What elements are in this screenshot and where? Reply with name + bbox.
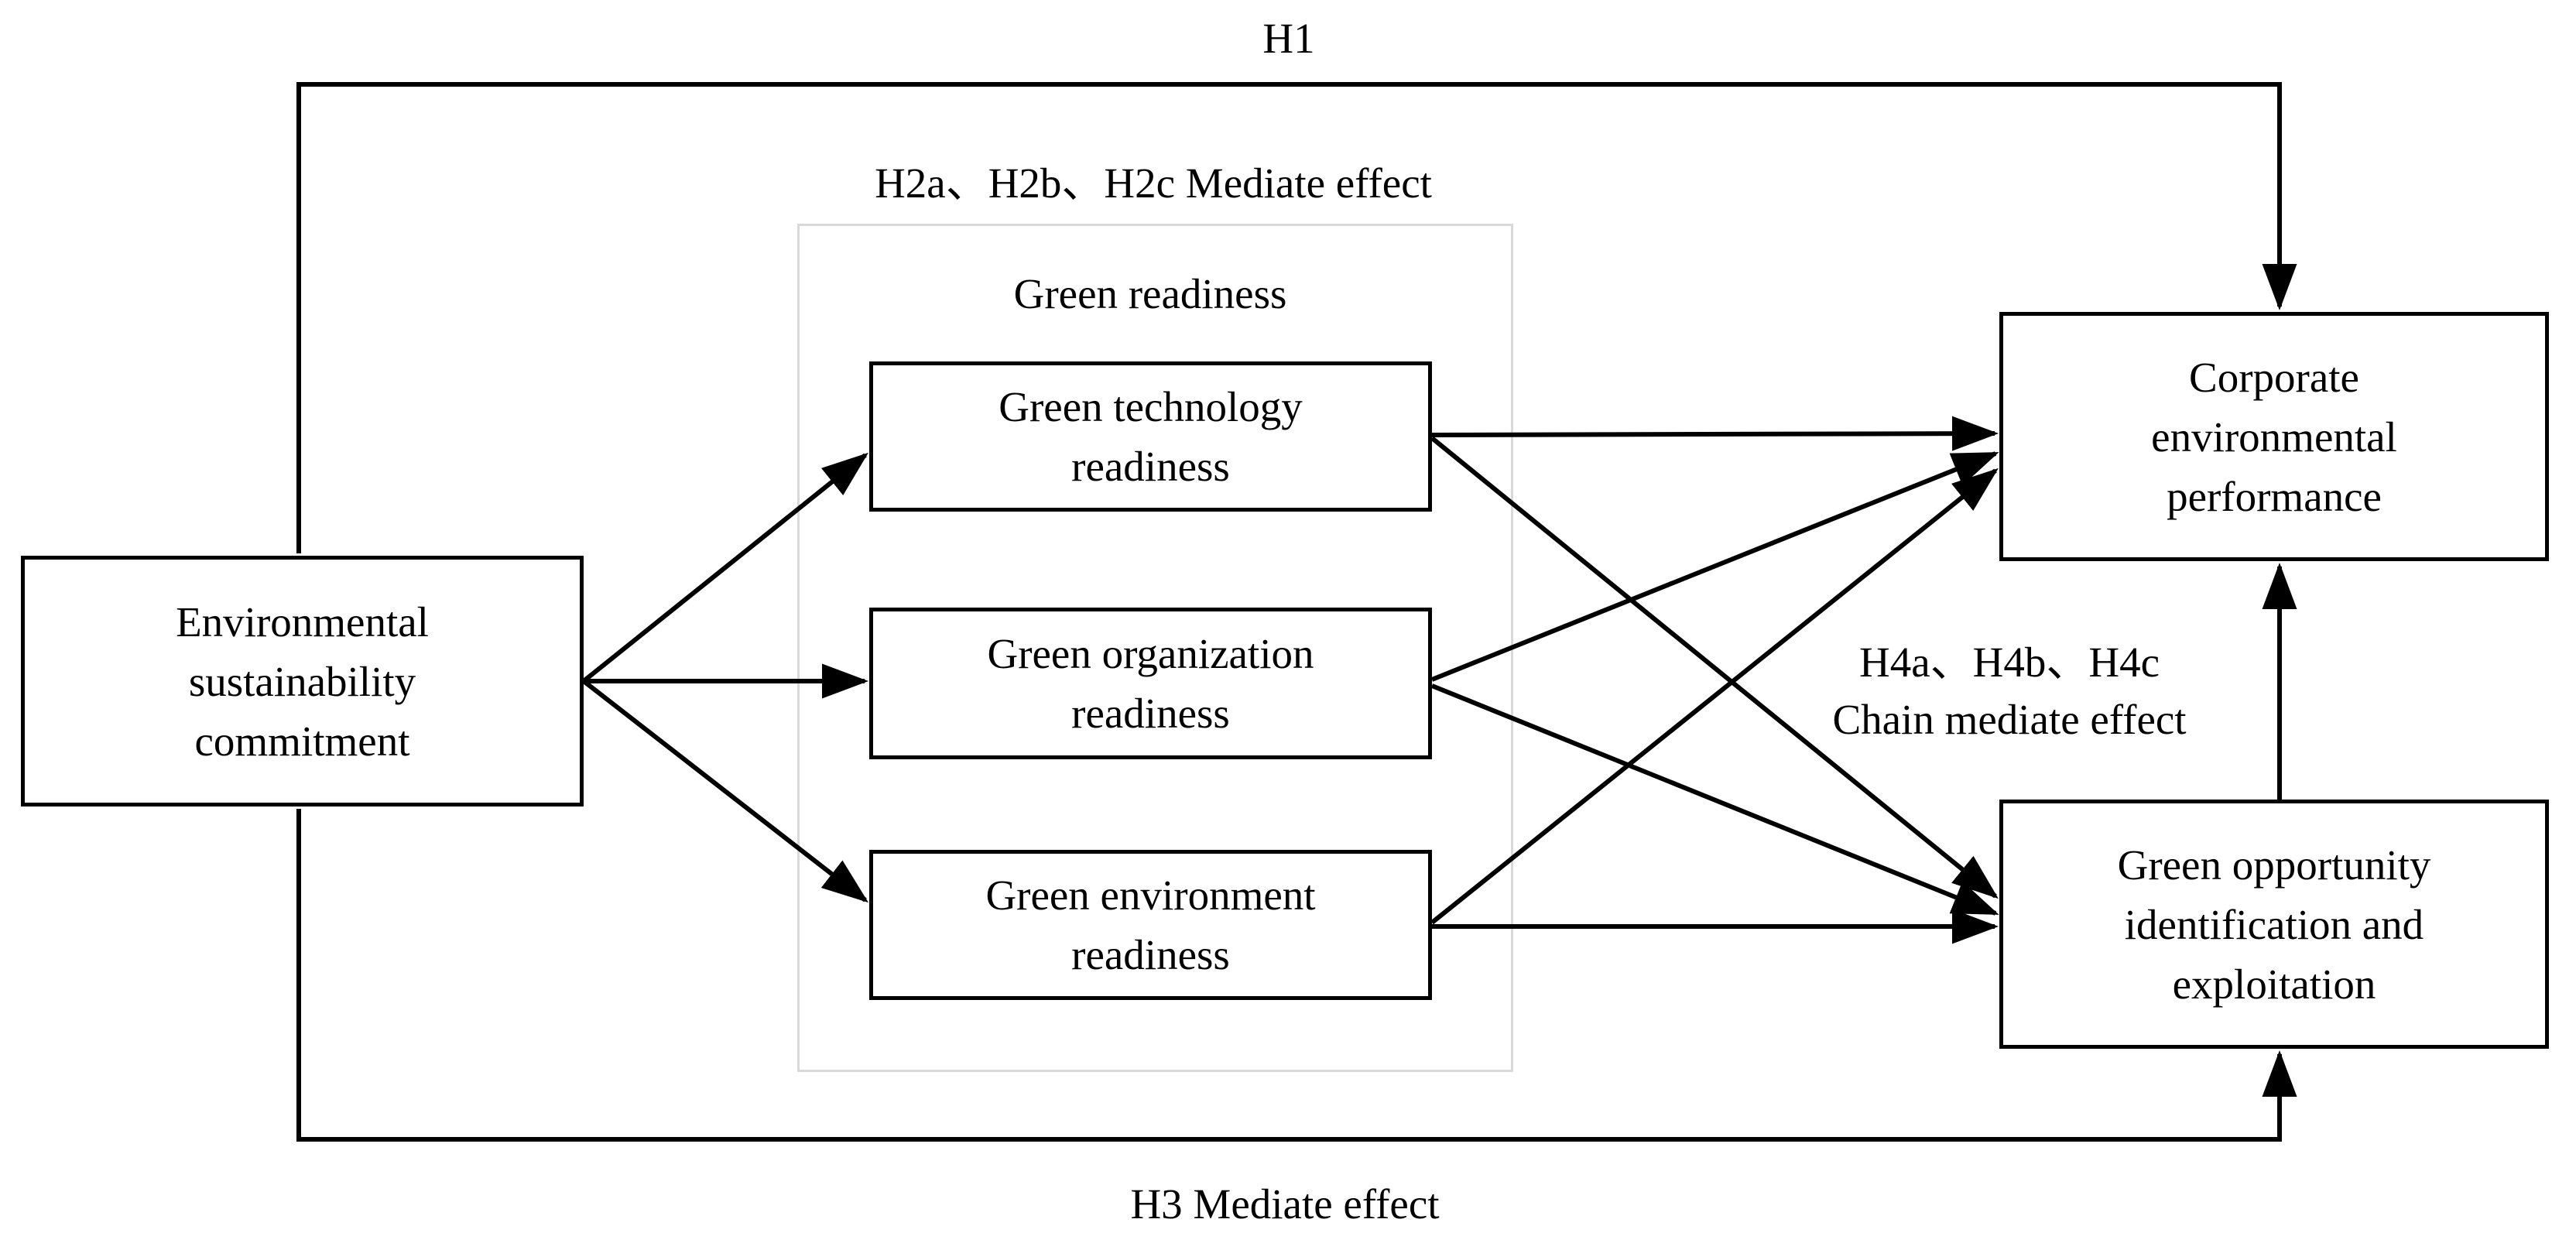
edge-ger-to-cep: [1430, 467, 1999, 925]
label-h1: H1: [1262, 15, 1315, 62]
node-text-line: readiness: [1071, 931, 1230, 978]
node-text: Green environment readiness: [985, 865, 1315, 985]
node-text: Green organization readiness: [987, 624, 1314, 743]
label-h4-line1: H4a、H4b、H4c: [1859, 639, 2160, 686]
node-text: Environmental sustainability commitment: [176, 592, 429, 771]
node-environmental-sustainability-commitment: Environmental sustainability commitment: [21, 556, 584, 807]
node-text-line: readiness: [1071, 690, 1230, 737]
edge-gor-to-goie: [1430, 683, 1999, 916]
edge-esc-to-gtr: [582, 452, 868, 683]
node-text-line: Green opportunity: [2117, 841, 2431, 889]
edge-h1-esc-to-cep: [296, 82, 2297, 553]
node-text: Corporate environmental performance: [2151, 348, 2397, 526]
node-green-technology-readiness: Green technology readiness: [869, 361, 1432, 512]
edge-esc-to-ger: [582, 679, 868, 903]
node-text: Green technology readiness: [999, 377, 1303, 496]
node-text-line: Green environment: [985, 872, 1316, 919]
node-text-line: readiness: [1071, 443, 1230, 490]
edge-h3-esc-to-goie: [296, 809, 2297, 1142]
label-h2-mediate-effect: H2a、H2b、H2c Mediate effect: [875, 159, 1432, 207]
node-text-line: Corporate: [2189, 353, 2359, 401]
edge-gor-to-cep: [1430, 451, 1999, 682]
node-text-line: Environmental: [176, 598, 429, 646]
node-text-line: performance: [2167, 472, 2382, 520]
node-text-line: identification and: [2124, 900, 2424, 948]
label-green-readiness: Green readiness: [1013, 270, 1287, 317]
node-green-organization-readiness: Green organization readiness: [869, 608, 1432, 759]
edge-gtr-to-cep: [1431, 416, 1999, 451]
node-green-environment-readiness: Green environment readiness: [869, 850, 1432, 1000]
node-text-line: sustainability: [188, 657, 416, 705]
label-h3-mediate-effect: H3 Mediate effect: [1130, 1180, 1440, 1228]
node-text: Green opportunity identification and exp…: [2118, 835, 2431, 1014]
node-green-opportunity-identification-and-exploitation: Green opportunity identification and exp…: [1999, 800, 2549, 1049]
label-h4-chain-mediate-effect: H4a、H4b、H4c Chain mediate effect: [1832, 634, 2186, 748]
node-text-line: commitment: [194, 717, 410, 765]
edge-gtr-to-goie: [1430, 436, 1999, 899]
node-text-line: exploitation: [2172, 960, 2376, 1008]
node-corporate-environmental-performance: Corporate environmental performance: [1999, 312, 2549, 561]
node-text-line: environmental: [2151, 413, 2397, 461]
node-text-line: Green technology: [999, 383, 1303, 430]
label-h4-line2: Chain mediate effect: [1832, 696, 2187, 743]
node-text-line: Green organization: [987, 630, 1314, 677]
